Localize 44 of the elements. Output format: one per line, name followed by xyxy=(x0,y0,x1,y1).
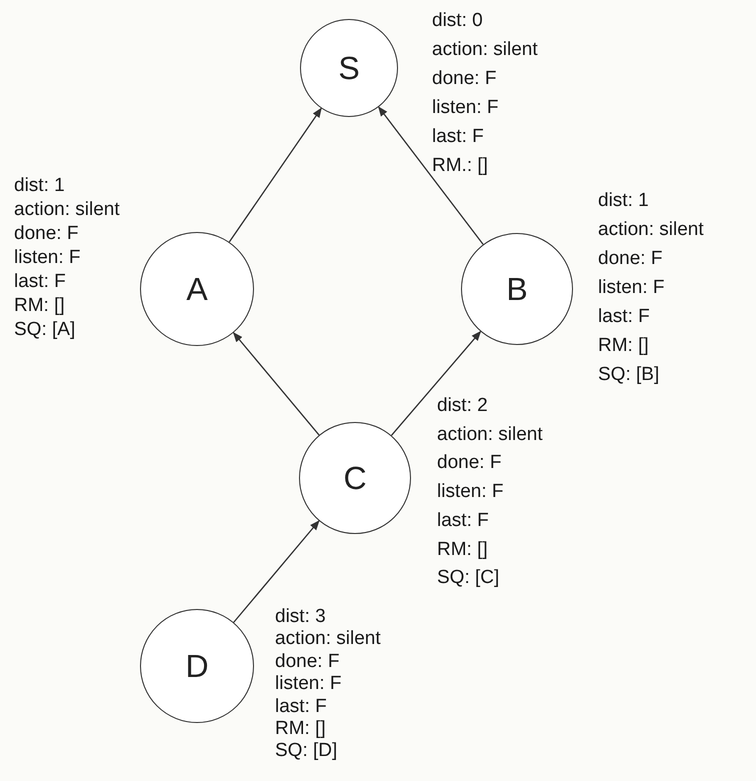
node-label: A xyxy=(186,270,208,308)
state-field: action: silent xyxy=(598,215,704,244)
state-field: SQ: [B] xyxy=(598,360,704,389)
state-field: done: F xyxy=(598,244,704,273)
state-field: action: silent xyxy=(437,420,543,450)
state-field: dist: 1 xyxy=(598,186,704,215)
state-field: action: silent xyxy=(14,198,120,222)
arrow xyxy=(233,520,320,623)
node-label: S xyxy=(338,50,360,86)
state-field: last: F xyxy=(432,122,538,151)
state-field: listen: F xyxy=(437,478,543,507)
arrow xyxy=(378,106,484,245)
state-field: done: F xyxy=(437,449,543,478)
state-field: RM.: [] xyxy=(432,151,538,180)
arrow xyxy=(390,330,482,436)
arrow xyxy=(232,332,320,436)
state-field: action: silent xyxy=(432,35,538,64)
state-field: listen: F xyxy=(598,273,704,302)
state-field: listen: F xyxy=(432,93,538,122)
node-label: C xyxy=(343,460,367,496)
state-field: action: silent xyxy=(275,628,381,651)
state-field: RM: [] xyxy=(275,718,381,740)
state-field: RM: [] xyxy=(14,294,120,318)
state-field: dist: 3 xyxy=(275,606,381,628)
state-field: done: F xyxy=(432,64,538,93)
state-field: last: F xyxy=(598,302,704,331)
node-label: B xyxy=(506,270,528,308)
state-field: done: F xyxy=(275,650,381,674)
node-label: D xyxy=(185,648,209,684)
state-field: listen: F xyxy=(14,246,120,270)
state-field: RM: [] xyxy=(598,331,704,360)
state-field: last: F xyxy=(437,506,543,536)
state-field: dist: 0 xyxy=(432,6,538,35)
state-field: dist: 2 xyxy=(437,392,543,421)
state-field: RM: [] xyxy=(437,536,543,564)
state-field: SQ: [C] xyxy=(437,564,543,593)
state-field: done: F xyxy=(14,222,120,246)
state-field: SQ: [D] xyxy=(275,740,381,763)
state-field: last: F xyxy=(14,270,120,294)
state-field: dist: 1 xyxy=(14,174,120,198)
state-field: last: F xyxy=(275,696,381,718)
state-field: SQ: [A] xyxy=(14,318,120,342)
state-field: listen: F xyxy=(275,673,381,696)
arrow xyxy=(228,108,322,242)
